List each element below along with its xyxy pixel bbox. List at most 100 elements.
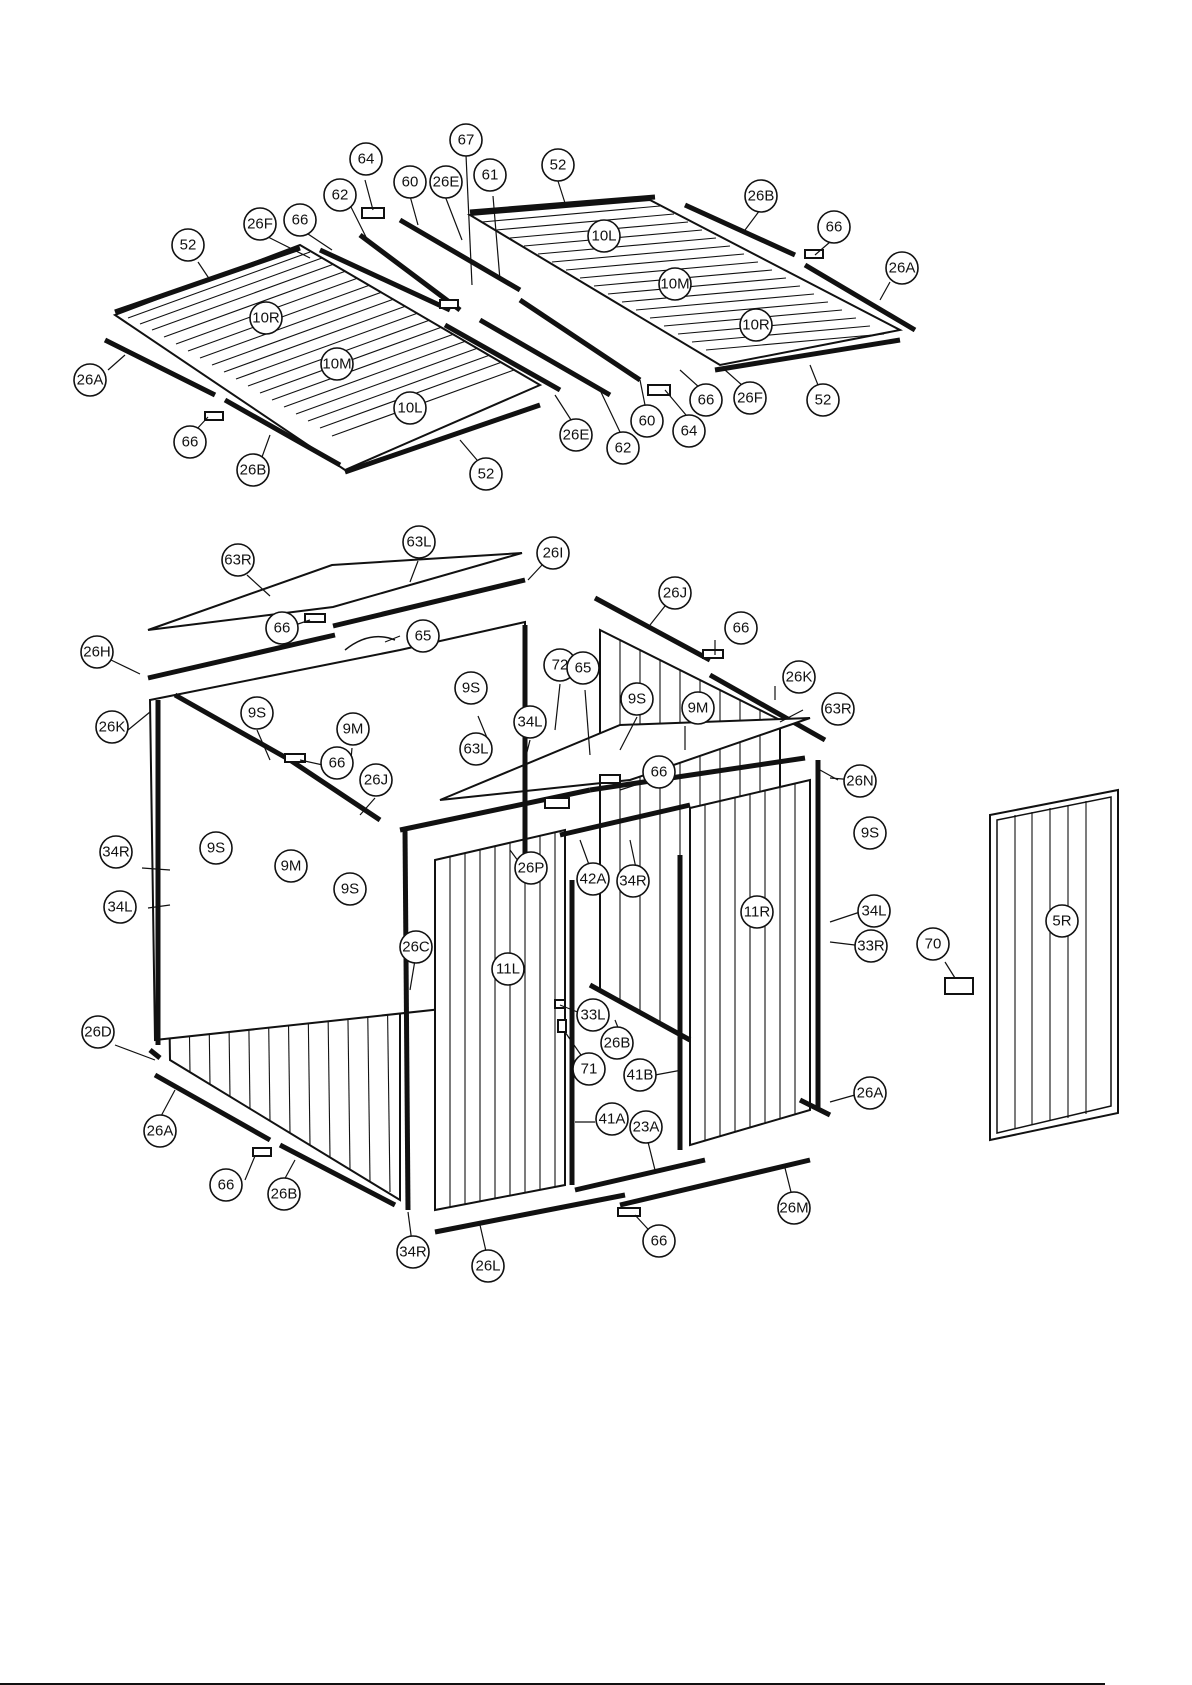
svg-text:34R: 34R: [102, 844, 130, 861]
callout-66: 66: [265, 611, 299, 645]
svg-text:26B: 26B: [748, 188, 775, 205]
threshold-23A: [574, 1157, 706, 1193]
callout-9S: 9S: [620, 682, 654, 716]
svg-text:41B: 41B: [627, 1067, 654, 1084]
bracket-66-base-left: [252, 1147, 272, 1157]
svg-text:5R: 5R: [1052, 913, 1071, 930]
svg-text:33R: 33R: [857, 938, 885, 955]
svg-text:62: 62: [615, 440, 632, 457]
svg-text:26A: 26A: [77, 372, 104, 389]
part-callouts: 67 64 60 26E 61 52 26B 66 26A 62 26F 66 …: [73, 123, 1079, 1283]
svg-text:26I: 26I: [543, 545, 564, 562]
callout-66: 66: [689, 383, 723, 417]
bracket-66-rear: [599, 774, 621, 784]
rafter-26B-left: [223, 397, 342, 468]
bracket-66-back: [702, 649, 724, 659]
rafter-26B-right: [683, 202, 797, 258]
side-door-5R-ribs: [1014, 801, 1087, 1129]
callout-52: 52: [171, 228, 205, 262]
svg-text:67: 67: [458, 132, 475, 149]
svg-text:64: 64: [681, 423, 698, 440]
callout-34L: 34L: [103, 890, 137, 924]
handle-70: [944, 977, 974, 995]
svg-text:62: 62: [332, 187, 349, 204]
base-beam-26D: [148, 1048, 162, 1060]
callout-66: 66: [817, 210, 851, 244]
svg-text:66: 66: [329, 755, 346, 772]
svg-text:34R: 34R: [619, 873, 647, 890]
svg-text:26B: 26B: [604, 1035, 631, 1052]
svg-text:66: 66: [733, 620, 750, 637]
svg-text:26E: 26E: [433, 174, 460, 191]
callout-62: 62: [323, 178, 357, 212]
gable-front: [147, 552, 523, 631]
svg-text:66: 66: [651, 1233, 668, 1250]
svg-text:63L: 63L: [463, 741, 488, 758]
eave-52-left: [114, 245, 301, 315]
gable-back: [439, 717, 811, 801]
base-beam-26L: [434, 1192, 626, 1235]
callout-66: 66: [209, 1168, 243, 1202]
svg-text:26L: 26L: [475, 1258, 500, 1275]
base-beam-26B-left: [278, 1142, 397, 1208]
callout-26K: 26K: [95, 710, 129, 744]
callout-34L: 34L: [857, 894, 891, 928]
svg-text:66: 66: [274, 620, 291, 637]
svg-text:33L: 33L: [580, 1007, 605, 1024]
callout-26M: 26M: [777, 1191, 811, 1225]
callout-26B: 26B: [236, 453, 270, 487]
callout-9S: 9S: [199, 831, 233, 865]
svg-text:60: 60: [402, 174, 419, 191]
svg-text:65: 65: [415, 628, 432, 645]
svg-text:66: 66: [218, 1177, 235, 1194]
svg-text:61: 61: [482, 167, 499, 184]
top-beam-26P: [399, 787, 591, 833]
callout-26C: 26C: [399, 930, 433, 964]
svg-text:26D: 26D: [84, 1024, 112, 1041]
side-door-5R: [989, 788, 1119, 1142]
svg-text:71: 71: [581, 1061, 598, 1078]
ridge-bar-62-right: [478, 317, 612, 398]
svg-text:66: 66: [826, 219, 843, 236]
svg-text:66: 66: [698, 392, 715, 409]
callout-65: 65: [406, 619, 440, 653]
svg-text:26F: 26F: [247, 216, 273, 233]
svg-text:10L: 10L: [397, 400, 422, 417]
svg-text:10L: 10L: [591, 228, 616, 245]
svg-text:9S: 9S: [462, 680, 480, 697]
callout-26B: 26B: [744, 179, 778, 213]
callout-61: 61: [473, 158, 507, 192]
callout-11R: 11R: [740, 895, 774, 929]
bracket-66-mid: [284, 753, 306, 763]
svg-text:52: 52: [815, 392, 832, 409]
svg-text:34L: 34L: [517, 714, 542, 731]
svg-text:26N: 26N: [846, 773, 874, 790]
callout-52: 52: [541, 148, 575, 182]
callout-66: 66: [173, 425, 207, 459]
svg-text:11R: 11R: [744, 904, 771, 921]
callout-60: 60: [630, 404, 664, 438]
callout-63L: 63L: [402, 525, 436, 559]
callout-10R: 10R: [739, 308, 773, 342]
callout-26I: 26I: [536, 536, 570, 570]
callout-66: 66: [642, 755, 676, 789]
callout-62: 62: [606, 431, 640, 465]
callout-52: 52: [806, 383, 840, 417]
ridge-bar-62-left: [358, 233, 462, 312]
gable-beam-26H: [147, 632, 336, 681]
callout-41A: 41A: [595, 1102, 629, 1136]
callout-9M: 9M: [336, 712, 370, 746]
gable-beam-26I: [332, 577, 526, 629]
svg-text:9M: 9M: [281, 858, 302, 875]
bracket-66-base-front: [617, 1207, 641, 1217]
svg-text:10M: 10M: [660, 276, 689, 293]
callout-26J: 26J: [658, 576, 692, 610]
front-panel-11L: [434, 828, 566, 1212]
svg-text:34L: 34L: [861, 903, 886, 920]
bracket-66-gable: [304, 613, 326, 623]
svg-text:10R: 10R: [742, 317, 770, 334]
front-panel-11L-ribs: [449, 833, 556, 1207]
callout-71: 71: [572, 1052, 606, 1086]
rafter-26A-right: [803, 262, 917, 333]
